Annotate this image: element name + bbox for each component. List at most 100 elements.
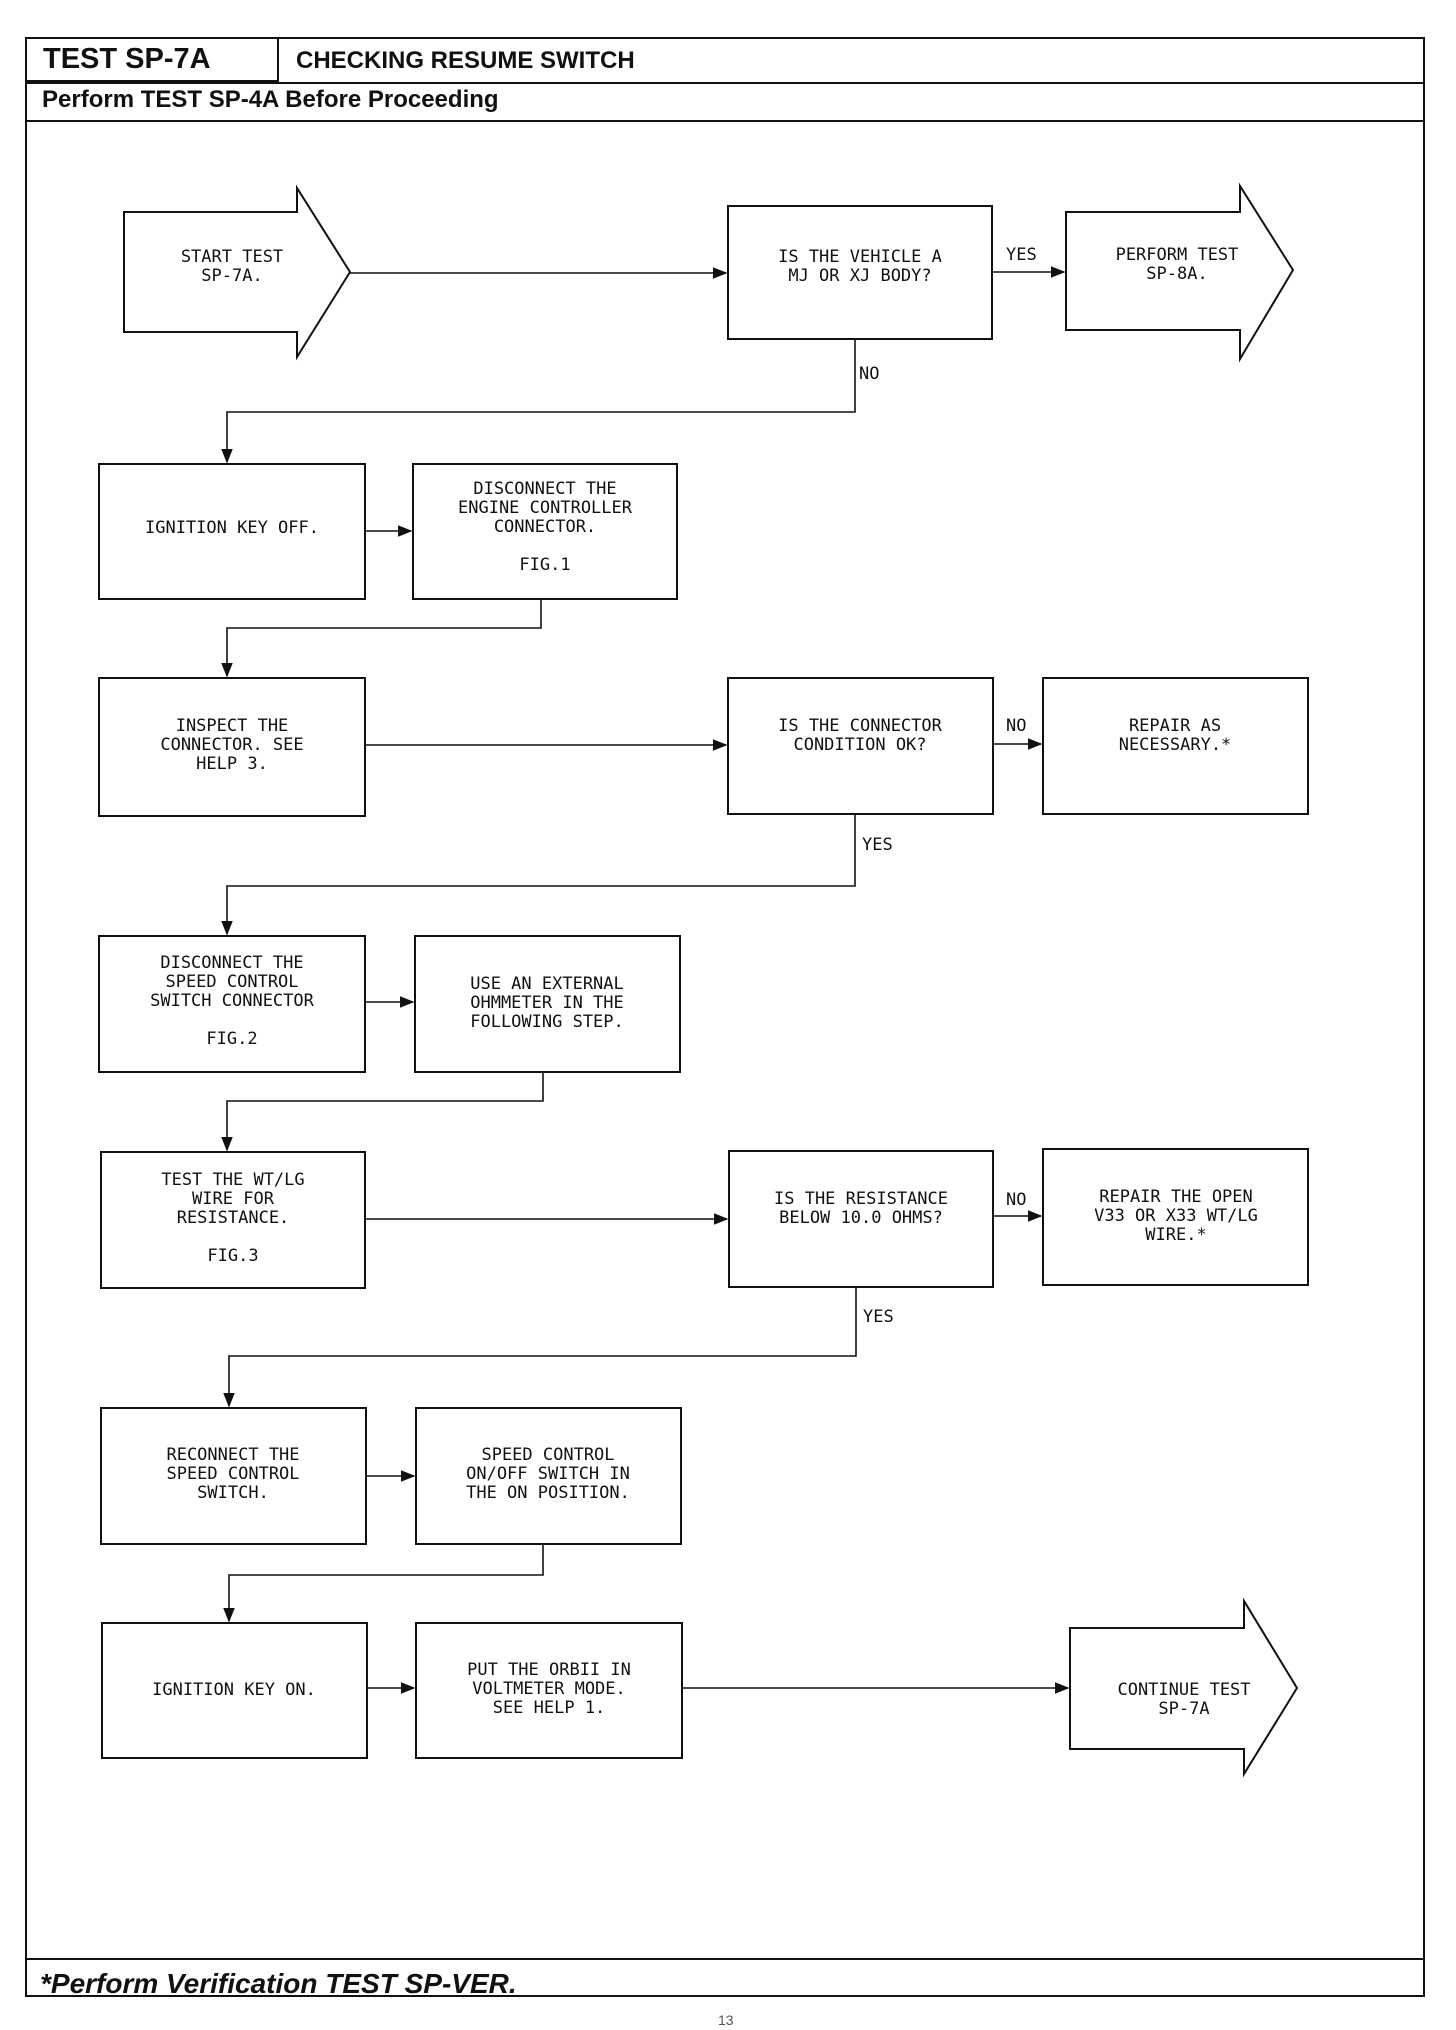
node-line: IS THE RESISTANCE [774,1189,948,1209]
node-line: WIRE FOR [192,1189,275,1209]
node-line: SP-7A. [201,266,262,286]
label-yes-body: YES [1006,245,1037,265]
node-line: V33 OR X33 WT/LG [1094,1206,1258,1226]
connector-yes-to-reconnect [223,1287,857,1408]
page-frame [25,37,1425,1997]
label-no-connector: NO [1006,716,1026,736]
node-line: SWITCH CONNECTOR [150,991,315,1011]
start-arrow-shape [123,184,352,361]
resistance-question-box [728,1150,994,1288]
prerequisite-note: Perform TEST SP-4A Before Proceeding [42,86,499,113]
node-line: CONTINUE TEST [1117,1680,1250,1700]
node-line: REPAIR THE OPEN [1099,1187,1253,1207]
node-line: RESISTANCE. [177,1208,290,1228]
connector-disconnect-to-inspect [221,599,542,678]
on-off-box [415,1407,682,1545]
label-yes-resistance: YES [863,1307,894,1327]
page-number: 13 [718,2012,734,2028]
node-line: DISCONNECT THE [473,479,616,499]
node-line: THE ON POSITION. [466,1483,630,1503]
node-line: TEST THE WT/LG [161,1170,304,1190]
node-line: SEE HELP 1. [493,1698,606,1718]
node-line: ENGINE CONTROLLER [458,498,633,518]
header-divider [27,82,1423,84]
ignition-on-box [101,1622,368,1759]
node-line: ON/OFF SWITCH IN [466,1464,630,1484]
node-line: WIRE.* [1145,1225,1206,1245]
node-line: FIG.3 [207,1246,258,1266]
node-line: VOLTMETER MODE. [472,1679,626,1699]
ignition-off-node: IGNITION KEY OFF. [145,518,319,538]
connector-no-to-ignition-off [221,339,856,464]
continue-arrow-shape [1069,1597,1299,1778]
node-line: MJ OR XJ BODY? [788,266,931,286]
node-line: RECONNECT THE [166,1445,299,1465]
node-line: NECESSARY.* [1119,735,1232,755]
node-line: CONNECTOR. [494,517,596,537]
label-no-body: NO [859,364,879,384]
ohmmeter-box [414,935,681,1073]
connector-yes-to-disconnect-speed [221,814,856,936]
node-line: START TEST [181,247,283,267]
node-line: SPEED CONTROL [165,972,298,992]
node-line: SWITCH. [197,1483,269,1503]
disconnect-speed-box [98,935,366,1073]
orbii-box [415,1622,683,1759]
node-line: DISCONNECT THE [160,953,303,973]
inspect-connector-box [98,677,366,817]
node-line: OHMMETER IN THE [470,993,624,1013]
node-line: FOLLOWING STEP. [470,1012,624,1032]
test-wire-box [100,1151,366,1289]
node-line: IS THE CONNECTOR [778,716,943,736]
node-line: FIG.1 [519,555,570,575]
test-id: TEST SP-7A [27,38,279,82]
node-line: SPEED CONTROL [166,1464,299,1484]
footer-note: *Perform Verification TEST SP-VER. [40,1968,517,1999]
node-line: INSPECT THE [176,716,289,736]
footer-divider [27,1958,1423,1960]
node-line: CONDITION OK? [793,735,926,755]
node-line: SP-8A. [1146,264,1207,284]
node-line: IGNITION KEY ON. [152,1680,316,1700]
node-line: USE AN EXTERNAL [470,974,624,994]
node-line: PUT THE ORBII IN [467,1660,631,1680]
node-line: SPEED CONTROL [481,1445,614,1465]
node-line: HELP 3. [196,754,268,774]
node-line: FIG.2 [206,1029,257,1049]
perform-8a-arrow-shape [1065,182,1295,363]
repair-necessary-box [1042,677,1309,815]
label-yes-connector: YES [862,835,893,855]
node-line: IGNITION KEY OFF. [145,518,319,538]
node-line: BELOW 10.0 OHMS? [779,1208,943,1228]
node-line: SP-7A [1158,1699,1209,1719]
connector-ohmmeter-to-test [221,1072,544,1152]
node-line: REPAIR AS [1129,716,1221,736]
repair-open-box [1042,1148,1309,1286]
test-title: CHECKING RESUME SWITCH [296,47,635,74]
connector-onoff-to-ign-on [223,1544,544,1623]
prerequisite-divider [27,120,1423,122]
disconnect-engine-box [412,463,678,600]
label-no-resistance: NO [1006,1190,1026,1210]
connector-question-box [727,677,994,815]
ignition-on-node: IGNITION KEY ON. [152,1680,316,1700]
node-line: IS THE VEHICLE A [778,247,942,267]
node-line: PERFORM TEST [1116,245,1239,265]
